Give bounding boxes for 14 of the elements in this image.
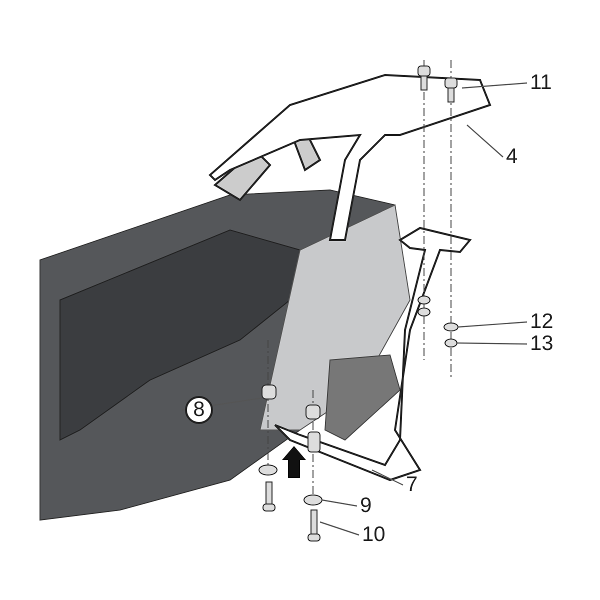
callout-number: 13 — [530, 333, 554, 355]
leader-line — [458, 321, 528, 328]
leader-line — [372, 469, 404, 486]
leader-line — [320, 521, 360, 536]
callout-number: 4 — [506, 146, 518, 168]
leader-line — [462, 82, 528, 89]
callout-number: 10 — [362, 524, 386, 546]
callout-number: 11 — [530, 72, 552, 94]
callout-number: 9 — [360, 495, 372, 517]
leader-line — [322, 499, 358, 507]
leader-line — [457, 342, 527, 345]
callout-number: 12 — [530, 311, 554, 333]
callout-number: 7 — [406, 474, 418, 496]
leader-line — [466, 124, 504, 158]
